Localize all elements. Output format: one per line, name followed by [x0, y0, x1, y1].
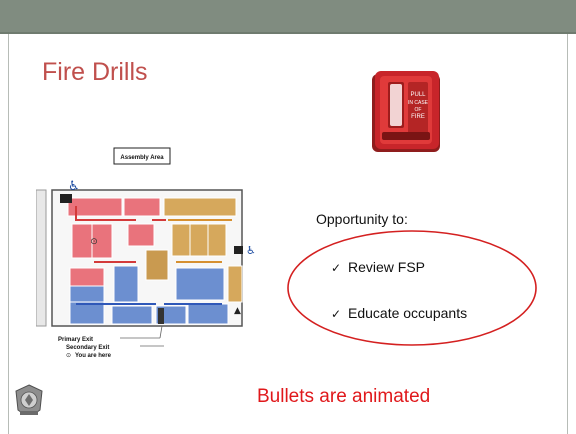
exit-sign-icon-east — [234, 246, 243, 254]
slide-border-left — [8, 34, 9, 434]
bullet-item: ✓ Review FSP — [331, 259, 467, 305]
check-icon: ✓ — [331, 261, 342, 275]
alarm-text-line-1: PULL — [410, 92, 426, 98]
legend-primary-exit: Primary Exit — [58, 337, 93, 343]
bullet-label: Educate occupants — [348, 305, 468, 321]
accessible-icon: ♿ — [68, 179, 80, 194]
fire-extinguisher-icon: ▲ — [234, 306, 241, 316]
primary-route-arrows — [75, 206, 166, 263]
alarm-text-line-2: IN CASE — [408, 100, 429, 106]
alarm-text-line-4: FIRE — [411, 114, 425, 120]
alarm-text-line-3: OF — [415, 107, 422, 113]
you-are-here-marker-icon: ⊙ — [90, 237, 98, 247]
header-divider — [0, 32, 576, 34]
evacuation-floor-plan: Assembly Area — [36, 147, 256, 359]
legend-you-are-here: You are here — [75, 353, 112, 359]
assembly-area-label: Assembly Area — [120, 155, 164, 161]
red-zone — [67, 197, 161, 287]
legend-secondary-exit: Secondary Exit — [66, 345, 109, 351]
department-seal-logo — [15, 384, 43, 415]
opportunity-lead-in: Opportunity to: — [316, 211, 408, 227]
bullet-item: ✓ Educate occupants — [331, 305, 467, 351]
bullet-list: ✓ Review FSP ✓ Educate occupants — [331, 259, 467, 351]
fire-alarm-pull-station-image: PULL IN CASE OF FIRE — [372, 71, 440, 152]
header-bar — [0, 0, 576, 32]
exit-sign-icon — [60, 194, 72, 203]
blue-zone — [69, 265, 229, 325]
animation-note: Bullets are animated — [257, 386, 431, 407]
tan-route-arrows — [168, 219, 232, 263]
tan-zone — [145, 197, 243, 303]
slide-title: Fire Drills — [42, 58, 148, 86]
check-icon: ✓ — [331, 307, 342, 321]
legend-you-are-here-icon: ⊙ — [66, 352, 71, 359]
bullet-label: Review FSP — [348, 259, 426, 275]
highlight-ellipse — [287, 230, 537, 346]
accessible-icon-east: ♿ — [246, 244, 256, 257]
slide-border-right — [567, 34, 568, 434]
